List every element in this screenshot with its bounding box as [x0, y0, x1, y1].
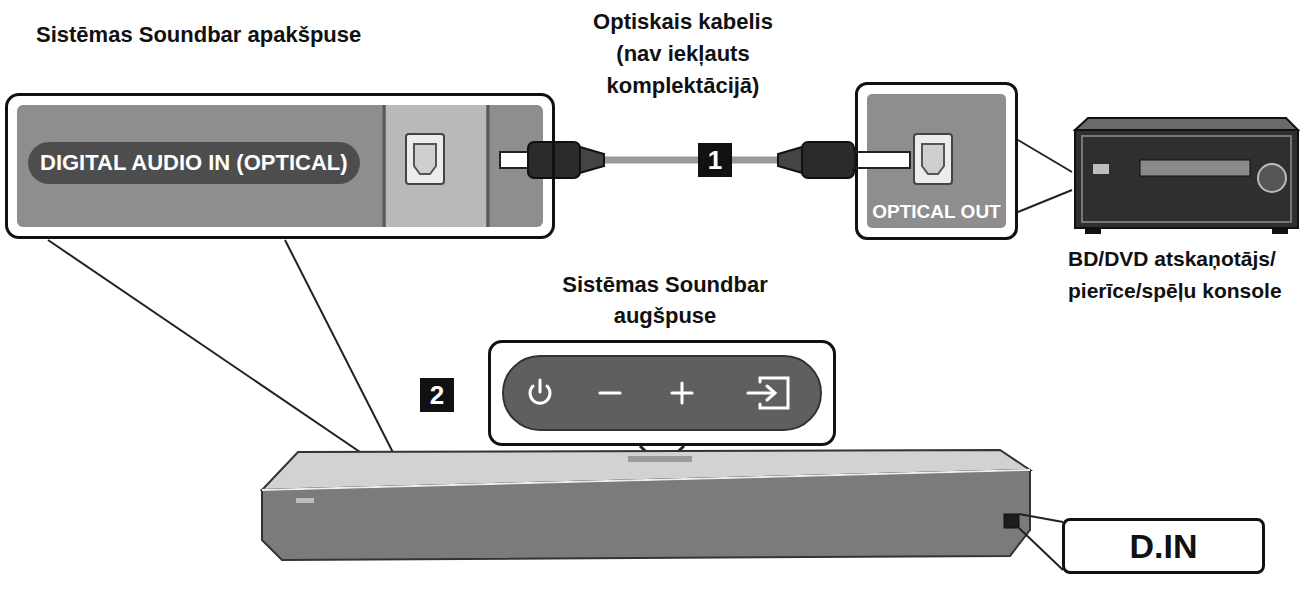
optical-out-view — [855, 82, 1018, 240]
cable-caption: Optiskais kabelis (nav iekļauts komplekt… — [578, 6, 788, 102]
leader-line — [48, 240, 410, 486]
display-text: D.IN — [1065, 521, 1262, 571]
display-indicator: D.IN — [1062, 518, 1265, 574]
leader-line — [1018, 140, 1072, 212]
player-device — [1075, 118, 1298, 234]
bottom-panel-callout: Sistēmas Soundbar apakšpuseDIGITAL AUDIO… — [5, 93, 555, 239]
panel-heading: Sistēmas Soundbar apakšpuse — [36, 20, 361, 50]
device-caption: BD/DVD atskaņotājs/ pierīce/spēļu konsol… — [1068, 243, 1308, 307]
minus-icon — [600, 392, 620, 395]
optical-plug — [778, 142, 910, 178]
bottom-panel-view — [5, 93, 555, 239]
panel-heading: Sistēmas Soundbar augšpuse — [545, 269, 785, 331]
port-name: DIGITAL AUDIO IN (OPTICAL) — [40, 142, 348, 184]
callout-number: 2 — [420, 378, 454, 412]
port-label: DIGITAL AUDIO IN (OPTICAL) — [28, 142, 360, 184]
display-window — [1004, 514, 1019, 528]
optical-jack — [914, 134, 952, 184]
optical-plug — [500, 142, 604, 178]
optical-jack — [406, 134, 444, 184]
button-panel-callout: Sistēmas Soundbar augšpuse — [488, 340, 836, 446]
optical-out-callout: OPTICAL OUT — [855, 82, 1018, 240]
soundbar — [262, 450, 1030, 560]
button-panel — [503, 356, 821, 430]
port-name: OPTICAL OUT — [858, 199, 1015, 225]
callout-number: 1 — [698, 143, 732, 177]
leader-line — [1019, 514, 1063, 570]
